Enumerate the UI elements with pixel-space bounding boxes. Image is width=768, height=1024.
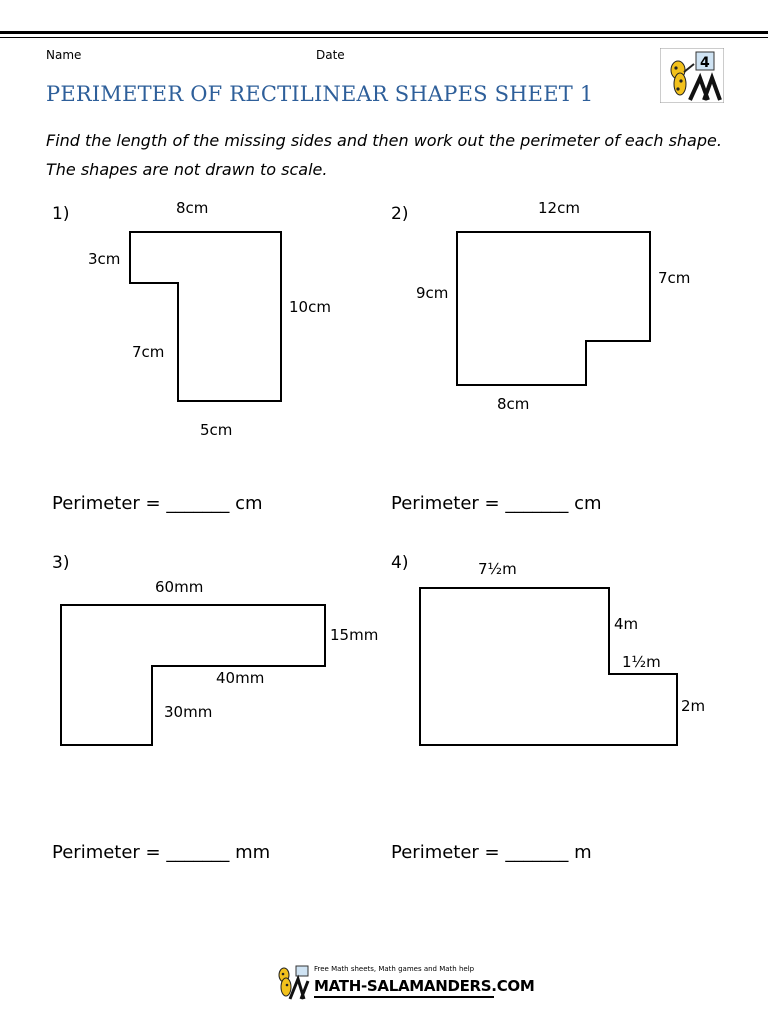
instructions-line-2: The shapes are not drawn to scale.: [46, 160, 328, 179]
problem-1-perimeter: Perimeter = _______ cm: [52, 493, 263, 514]
footer-site: MATH-SALAMANDERS.COM: [314, 977, 535, 995]
problem-4-label-step: 1½m: [622, 653, 661, 671]
problem-1-label-bottom: 5cm: [200, 421, 233, 439]
name-label: Name: [46, 48, 82, 62]
footer-tagline: Free Math sheets, Math games and Math he…: [314, 965, 475, 973]
problem-3-number: 3): [52, 553, 70, 573]
logo-digit: 4: [700, 55, 710, 71]
problem-3-label-inner: 40mm: [216, 669, 265, 687]
problem-1-label-left-upper: 3cm: [88, 250, 121, 268]
problem-1-label-right: 10cm: [289, 298, 331, 316]
page-title: PERIMETER OF RECTILINEAR SHAPES SHEET 1: [46, 82, 594, 106]
footer-underline: [314, 996, 494, 998]
footer-logo: Free Math sheets, Math games and Math he…: [272, 963, 535, 1001]
header-rule-thin: [0, 37, 768, 38]
shape-1: [129, 231, 282, 402]
footer-salamander-icon: [278, 965, 310, 1000]
problem-2-label-right: 7cm: [658, 269, 691, 287]
problem-4-label-top: 7½m: [478, 560, 517, 578]
shape-3: [60, 604, 326, 746]
shape-4: [419, 587, 678, 746]
problem-4-label-right-lower: 2m: [681, 697, 706, 715]
problem-4-number: 4): [391, 553, 409, 573]
problem-4-perimeter: Perimeter = _______ m: [391, 842, 592, 863]
problem-3-label-top: 60mm: [155, 578, 204, 596]
shape-2: [456, 231, 651, 386]
salamander-logo: 4: [659, 47, 725, 104]
problem-3-label-right: 15mm: [330, 626, 379, 644]
header-rule-thick: [0, 31, 768, 34]
instructions: Find the length of the missing sides and…: [46, 126, 746, 184]
date-label: Date: [316, 48, 345, 62]
problem-1-label-top: 8cm: [176, 199, 209, 217]
problem-4-label-right-upper: 4m: [614, 615, 639, 633]
problem-2-perimeter: Perimeter = _______ cm: [391, 493, 602, 514]
instructions-line-1: Find the length of the missing sides and…: [46, 131, 722, 150]
problem-2-label-top: 12cm: [538, 199, 580, 217]
problem-2-number: 2): [391, 204, 409, 224]
problem-3-perimeter: Perimeter = _______ mm: [52, 842, 271, 863]
problem-1-number: 1): [52, 204, 70, 224]
problem-3-label-inner-vertical: 30mm: [164, 703, 213, 721]
problem-1-label-left-lower: 7cm: [132, 343, 165, 361]
problem-2-label-bottom: 8cm: [497, 395, 530, 413]
problem-2-label-left: 9cm: [416, 284, 449, 302]
